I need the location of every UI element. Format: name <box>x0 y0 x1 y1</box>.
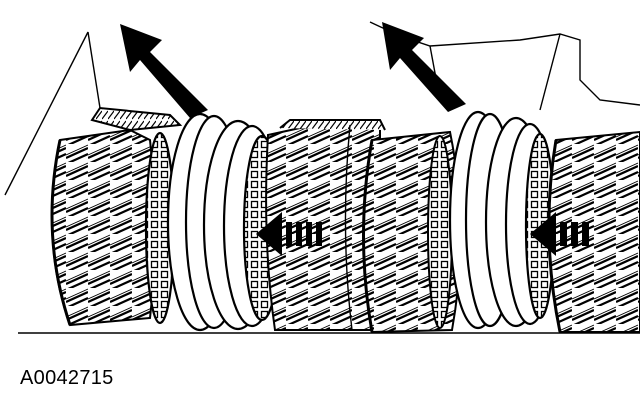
direction-arrow-left <box>256 212 322 256</box>
arrow-down-right <box>382 22 466 112</box>
figure-id-label: A0042715 <box>20 367 114 389</box>
gear-left <box>50 106 183 327</box>
gear-middle <box>265 119 386 331</box>
gear-center-right <box>362 130 462 334</box>
arrow-down-left <box>120 24 208 118</box>
synchro-ring-right <box>448 110 556 330</box>
synchro-ring-left <box>144 112 282 332</box>
direction-arrow-right <box>530 212 589 256</box>
